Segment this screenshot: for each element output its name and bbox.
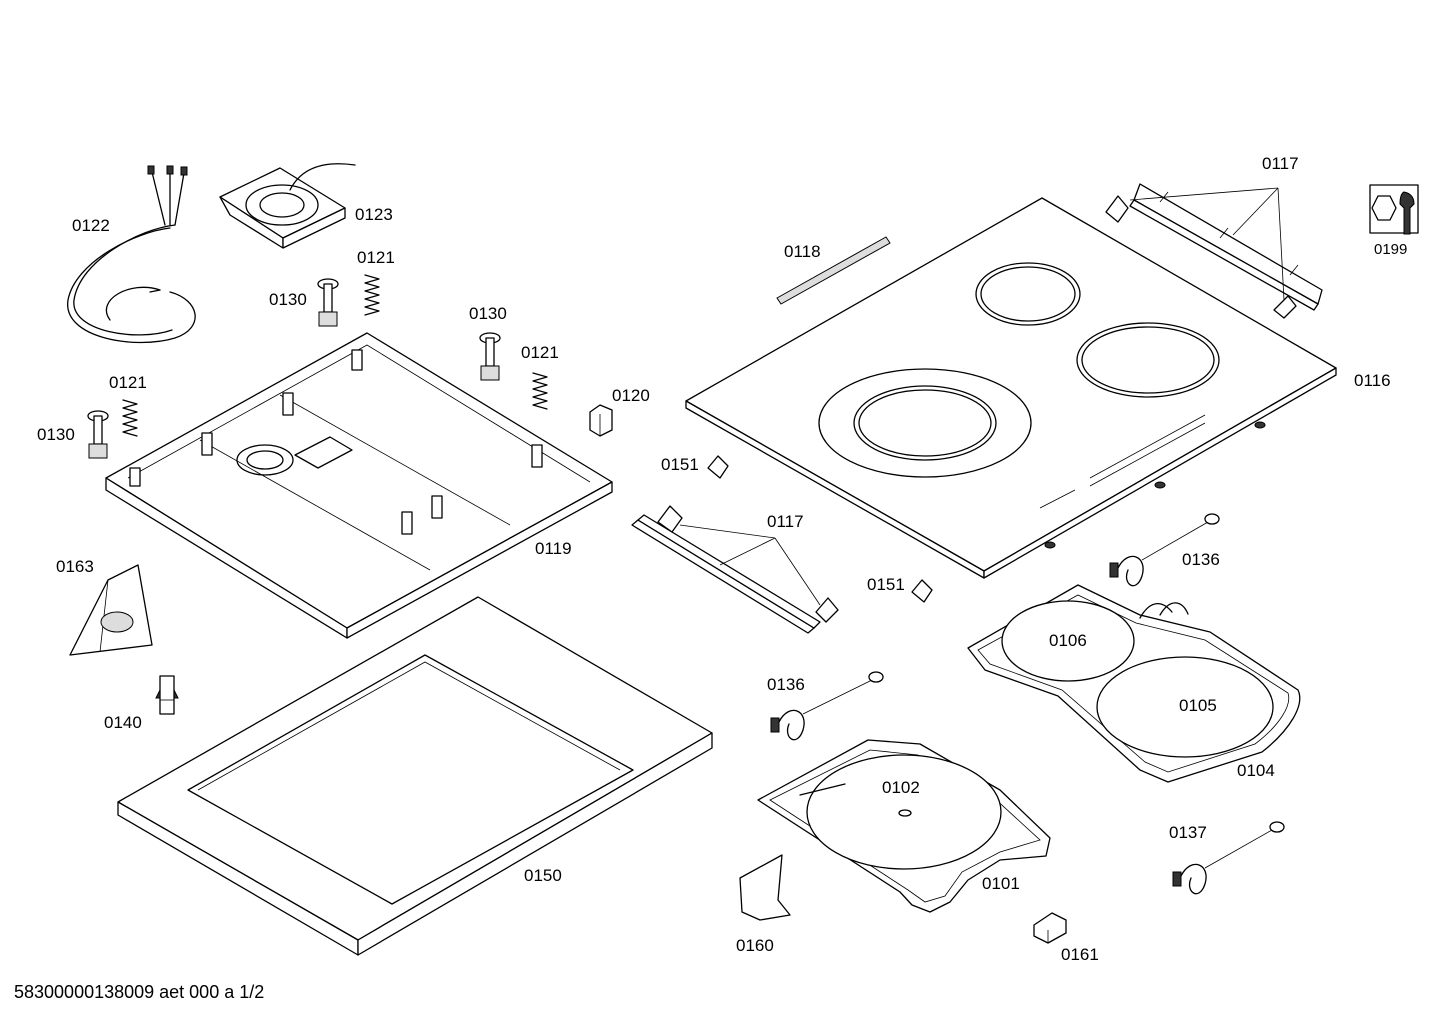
leader-lines-0117-top [1129, 187, 1285, 301]
part-label-0130-b: 0130 [469, 304, 507, 323]
induction-coil-small[interactable] [1001, 600, 1135, 682]
mounting-bracket-middle[interactable] [631, 505, 839, 634]
part-label-0151-a: 0151 [661, 455, 699, 474]
temperature-sensor-3[interactable] [1172, 821, 1285, 895]
foot-2[interactable] [479, 332, 501, 381]
power-cable[interactable] [67, 165, 196, 344]
insulation-shield[interactable] [739, 854, 791, 921]
part-label-0120: 0120 [612, 386, 650, 405]
spring-pin[interactable] [155, 675, 179, 715]
induction-coil-large[interactable] [1096, 656, 1274, 758]
part-label-0119: 0119 [535, 539, 572, 558]
part-label-0104: 0104 [1237, 761, 1275, 780]
part-label-0136-a: 0136 [1182, 550, 1220, 569]
part-label-0136-b: 0136 [767, 675, 805, 694]
document-id: 58300000138009 aet 000 a 1/2 [14, 982, 265, 1002]
part-label-0116: 0116 [1354, 371, 1391, 390]
bottom-housing[interactable] [105, 332, 613, 639]
spring-3[interactable] [122, 399, 138, 437]
part-label-0163: 0163 [56, 557, 94, 576]
part-label-0140: 0140 [104, 713, 142, 732]
ferrite-core[interactable] [1033, 912, 1067, 944]
spring-2[interactable] [532, 372, 548, 410]
part-label-0121-b: 0121 [521, 343, 559, 362]
cooling-fan[interactable] [219, 163, 356, 249]
mounting-bracket-top[interactable] [1105, 183, 1323, 319]
part-label-0137: 0137 [1169, 823, 1207, 842]
clip-1[interactable] [707, 455, 729, 479]
part-label-0121-c: 0121 [109, 373, 147, 392]
temperature-sensor-2[interactable] [770, 671, 884, 741]
part-label-0130-a: 0130 [269, 290, 307, 309]
induction-coil-single[interactable] [799, 754, 1002, 870]
part-label-0161: 0161 [1061, 945, 1099, 964]
spring-1[interactable] [364, 274, 380, 316]
part-label-0117-middle: 0117 [767, 512, 804, 531]
part-label-0199: 0199 [1374, 241, 1408, 258]
part-label-0117-top: 0117 [1262, 154, 1299, 173]
part-label-0106: 0106 [1049, 631, 1087, 650]
installation-frame[interactable] [117, 596, 713, 956]
ceramic-glass-cooktop[interactable] [685, 197, 1337, 579]
part-label-0122: 0122 [72, 216, 110, 235]
part-label-0151-b: 0151 [867, 575, 905, 594]
instruction-sheet[interactable] [69, 564, 153, 656]
foot-1[interactable] [317, 278, 339, 327]
foot-3[interactable] [87, 410, 109, 459]
part-label-0121-a: 0121 [357, 248, 395, 267]
clip-2[interactable] [911, 579, 933, 603]
seal-strip[interactable] [776, 236, 891, 305]
temperature-sensor-1[interactable] [1109, 513, 1220, 587]
leader-lines-0117-middle [679, 524, 821, 606]
part-label-0101: 0101 [982, 874, 1020, 893]
part-label-0123: 0123 [355, 205, 393, 224]
connector-block[interactable] [589, 404, 613, 437]
part-label-0118: 0118 [784, 242, 821, 261]
part-label-0150: 0150 [524, 866, 562, 885]
part-label-0105: 0105 [1179, 696, 1217, 715]
part-label-0130-c: 0130 [37, 425, 75, 444]
part-label-0160: 0160 [736, 936, 774, 955]
part-label-0102: 0102 [882, 778, 920, 797]
tool-kit-icon[interactable] [1369, 184, 1419, 235]
